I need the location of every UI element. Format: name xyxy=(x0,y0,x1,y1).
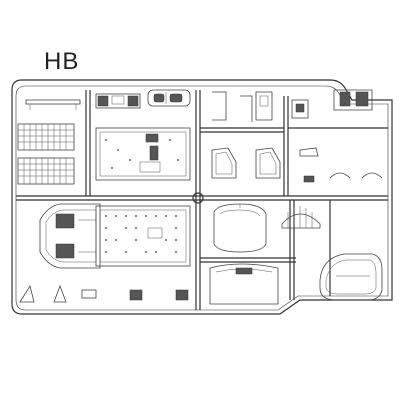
bottom-small-parts xyxy=(19,284,189,303)
sprue-code-label: HB xyxy=(44,48,80,75)
lower-cowl-part xyxy=(209,263,279,305)
top-thin-bar-part xyxy=(25,99,81,110)
top-right-seat-part xyxy=(333,89,373,111)
large-floor-deck-part xyxy=(95,205,191,267)
top-console-part xyxy=(147,89,191,107)
boat-hull-part xyxy=(319,253,383,301)
small-fitting-part xyxy=(291,99,309,119)
central-floor-panel-part xyxy=(95,127,191,181)
bulkhead-pair-parts xyxy=(211,147,281,179)
small-right-parts-group xyxy=(299,147,383,183)
arched-grille-part xyxy=(281,206,321,229)
ladder-parts-stack xyxy=(17,123,75,185)
top-small-frame-part xyxy=(95,93,141,109)
sprue-runners xyxy=(11,79,393,315)
hull-interior-part-left xyxy=(39,203,101,269)
round-hatch-part xyxy=(213,203,267,253)
top-right-bracket-parts xyxy=(212,91,273,122)
